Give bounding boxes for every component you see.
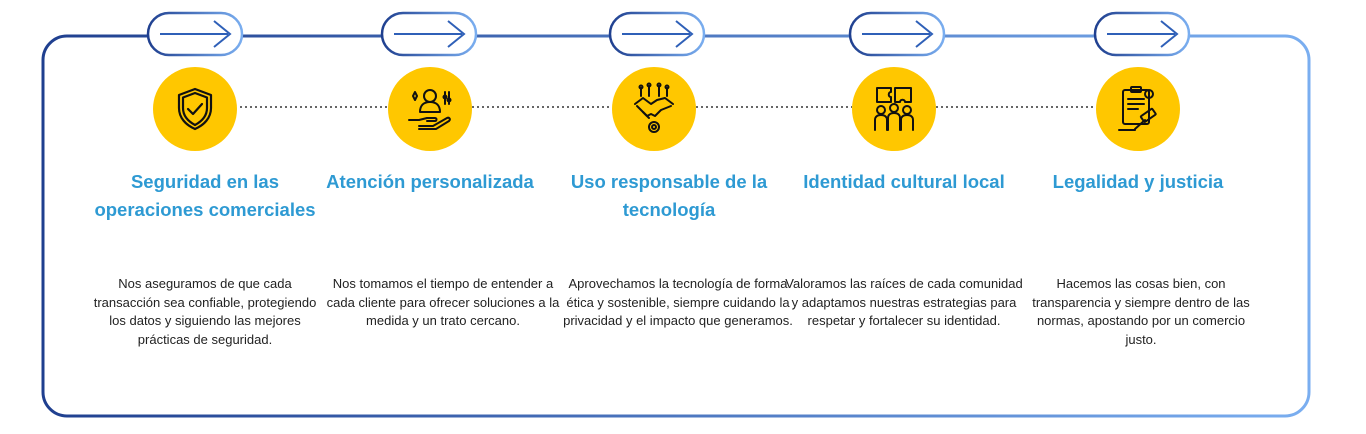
value-title: Uso responsable de la tecnología xyxy=(570,171,768,220)
value-description: Nos tomamos el tiempo de entender a cada… xyxy=(326,276,560,328)
value-description: Valoramos las raíces de cada comunidad y… xyxy=(785,276,1023,328)
community-puzzle-icon xyxy=(852,67,936,151)
customer-care-icon xyxy=(388,67,472,151)
tech-handshake-icon xyxy=(612,67,696,151)
value-description: Aprovechamos la tecnología de forma étic… xyxy=(563,276,793,328)
step-arrows xyxy=(146,11,1191,57)
value-title: Identidad cultural local xyxy=(803,171,1005,192)
value-title: Legalidad y justicia xyxy=(1052,171,1224,192)
value-description: Nos aseguramos de que cada transacción s… xyxy=(93,276,317,347)
value-description: Hacemos las cosas bien, con transparenci… xyxy=(1032,276,1250,347)
value-title: Seguridad en las operaciones comerciales xyxy=(94,171,316,220)
shield-check-icon xyxy=(153,67,237,151)
legal-document-gavel-icon xyxy=(1096,67,1180,151)
value-title: Atención personalizada xyxy=(326,171,534,192)
